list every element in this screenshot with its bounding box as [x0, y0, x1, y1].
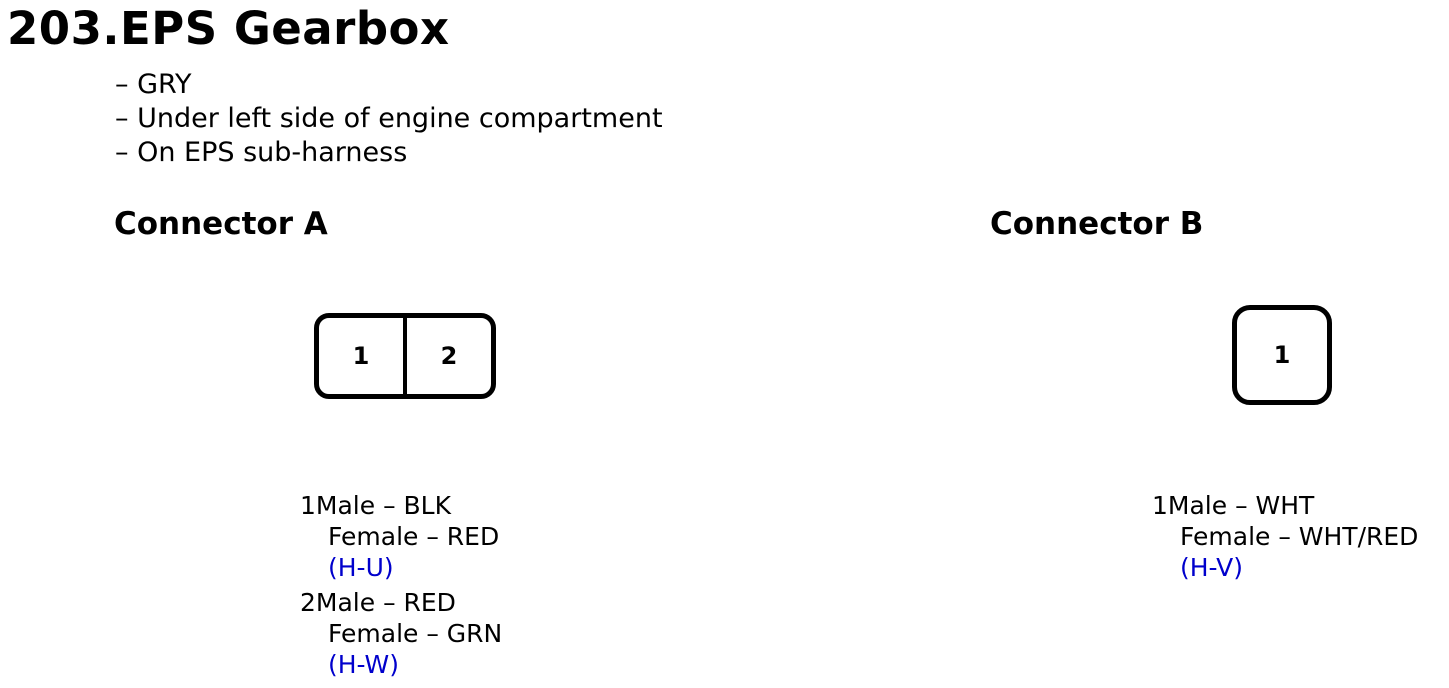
pin-number: 1 — [1152, 491, 1168, 520]
pin-location-ref: (H-V) — [1180, 553, 1243, 582]
connector-b-diagram: 1 — [1232, 305, 1332, 405]
pin-location-ref: (H-W) — [328, 650, 400, 679]
location-notes: – GRY – Under left side of engine compar… — [115, 68, 663, 170]
pin-male-color: Male – BLK — [315, 491, 451, 520]
pin-male-color: Male – RED — [315, 588, 456, 617]
note-location: – Under left side of engine compartment — [115, 103, 663, 134]
connector-a-diagram: 1 2 — [314, 313, 496, 399]
connector-a-pin-1: 1 — [319, 318, 407, 394]
pin-location-ref: (H-U) — [328, 553, 394, 582]
connector-a-title: Connector A — [114, 206, 328, 242]
note-harness: – On EPS sub-harness — [115, 137, 408, 168]
pin-female-color: Female – RED — [328, 522, 500, 551]
pin-male-row: 2Male – RED — [300, 587, 502, 618]
pin-entry: 2Male – RED Female – GRN (H-W) — [300, 587, 502, 680]
connector-b-pin-1: 1 — [1273, 341, 1291, 369]
pin-male-row: 1Male – WHT — [1152, 490, 1418, 521]
pin-female-color: Female – WHT/RED — [1180, 522, 1419, 551]
pin-entry: 1Male – WHT Female – WHT/RED (H-V) — [1152, 490, 1418, 583]
connector-a-pin-2: 2 — [440, 342, 458, 370]
page-title: 203.EPS Gearbox — [7, 2, 450, 55]
pin-number: 2 — [300, 588, 316, 617]
pin-male-color: Male – WHT — [1167, 491, 1315, 520]
connector-b-pin-list: 1Male – WHT Female – WHT/RED (H-V) — [1152, 490, 1418, 587]
note-color: – GRY — [115, 69, 192, 100]
connector-b-title: Connector B — [990, 206, 1204, 242]
pin-number: 1 — [300, 491, 316, 520]
pin-entry: 1Male – BLK Female – RED (H-U) — [300, 490, 502, 583]
pin-female-color: Female – GRN — [328, 619, 503, 648]
connector-a-pin-list: 1Male – BLK Female – RED (H-U) 2Male – R… — [300, 490, 502, 684]
pin-male-row: 1Male – BLK — [300, 490, 502, 521]
